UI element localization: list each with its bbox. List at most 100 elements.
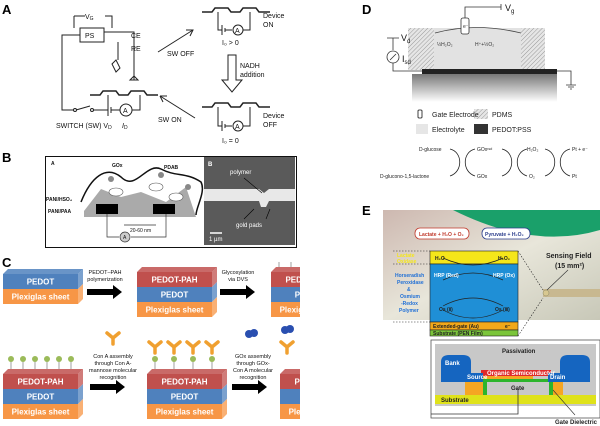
ammeter-label: A — [123, 108, 128, 115]
device-on-line2: ON — [263, 22, 274, 29]
panel-b-ammeter: A — [123, 235, 127, 241]
hrp-red-label: HRP (Red) — [434, 273, 459, 279]
legend-electrolyte: Electrolyte — [432, 127, 465, 134]
ps-label: PS — [85, 33, 95, 40]
hrp-label-3: & — [407, 287, 411, 293]
switch-label: SWITCH (SW) VD — [56, 123, 112, 131]
re-label: RE — [131, 46, 141, 53]
panel-b-sub-a: A — [51, 161, 55, 167]
panel-c-diagram: PEDOT Plexiglas sheet PEDOT–PAHpolymerizat… — [3, 262, 300, 419]
vd-label: Vd — [401, 33, 410, 45]
step-caption-2-2: mannose molecular — [89, 368, 137, 374]
os3-label: Os (Ⅲ) — [495, 306, 510, 313]
gold-pads-label: gold pads — [236, 223, 262, 229]
layer-base: Plexiglas sheet — [12, 293, 70, 302]
layer-mid: PEDOT — [27, 278, 55, 287]
panel-d-diagram: Vg Vd Isd e⁻ ½H₂O₂ H⁺+½O₂ Gate Electrode… — [380, 3, 588, 180]
mannose-icon — [56, 356, 62, 362]
con-a-icon — [166, 340, 182, 355]
layer-top: PEDOT-PAH — [161, 378, 207, 387]
vg-label: VG — [85, 14, 94, 22]
source-label: Source — [467, 375, 488, 381]
step-caption-2-1: through Con A- — [95, 361, 132, 367]
scheme-h2o2: H₂O₂ — [527, 147, 538, 153]
hrp-label-1: Horseradish — [395, 273, 424, 279]
panel-b-sub-b: B — [208, 162, 213, 168]
gox-icon — [281, 325, 294, 334]
block-con-a: PEDOT-PAH PEDOT Plexiglas sheet — [147, 369, 227, 419]
panel-b-schematic: A GOx PDAB PANI/HSO₄ PANI/PAA 20-60 nm A — [46, 161, 204, 243]
panel-label-b: B — [2, 150, 12, 165]
gap-label: 20-60 nm — [130, 228, 151, 234]
scheme-pt-e: Pt + e⁻ — [572, 147, 588, 153]
layer-top: PEDOT-PAH — [151, 276, 197, 285]
vg-label-d: Vg — [505, 3, 514, 15]
pani-paa-label: PANI/PAA — [48, 209, 72, 215]
substrate-label: Substrate — [441, 398, 469, 404]
passivation-label: Passivation — [502, 349, 536, 355]
scheme-gox: GOx — [477, 174, 488, 180]
arrow-step-3 — [90, 380, 125, 394]
nadh-line2: addition — [240, 72, 265, 79]
sensing-area-label: (15 mm²) — [555, 263, 584, 270]
con-a-icon — [204, 340, 220, 355]
layer-mid: PEDOT — [161, 291, 189, 300]
step-caption-3-3: recognition — [240, 375, 267, 381]
scale-bar-label: 1 µm — [209, 237, 222, 243]
step-caption-3-1: through GOx- — [236, 361, 269, 367]
block-pedot-pah: PEDOT-PAH PEDOT Plexiglas sheet — [137, 267, 217, 317]
legend-pedot-pss: PEDOT:PSS — [492, 127, 532, 134]
step-caption-0-0: PEDOT–PAH — [89, 270, 122, 276]
pani-hso-label: PANI/HSO₄ — [46, 197, 73, 203]
electrolyte-icon — [416, 124, 428, 134]
gate-label: Gate — [511, 386, 525, 392]
ce-label: CE — [131, 33, 141, 40]
step-caption-3-0: GOx assembly — [235, 354, 271, 360]
legend-gate-electrode: Gate Electrode — [432, 112, 479, 119]
gox-icon — [245, 329, 258, 338]
step-caption-0-1: polymerization — [87, 277, 122, 283]
scheme-gluconolactone: D-glucono-1,5-lactone — [380, 174, 429, 180]
device-off-line2: OFF — [263, 122, 277, 129]
panel-label-d: D — [362, 2, 372, 17]
electron-e-label: e⁻ — [505, 324, 511, 330]
step-caption-3-2: Con A molecular — [233, 368, 273, 374]
layer-mid: PEDOT — [171, 393, 199, 402]
layer-base: Plexiglas sheet — [156, 408, 214, 417]
device-on-line1: Device — [263, 13, 285, 20]
id-gt-zero: I₀ > 0 — [222, 40, 239, 47]
mannose-icon — [44, 356, 50, 362]
hrp-label-4: Osmium — [400, 294, 421, 300]
layer-mid: PEDOT — [295, 291, 300, 300]
isd-label: Isd — [402, 54, 411, 66]
hrp-label-2: Peroxidase — [397, 280, 424, 286]
mannose-icon — [68, 356, 74, 362]
hrp-ox-label: HRP (Ox) — [493, 273, 515, 279]
layer-base: Plexiglas sheet — [12, 408, 70, 417]
step-caption-2-3: recognition — [100, 375, 127, 381]
panel-label-e: E — [362, 203, 371, 218]
scheme-o2: O₂ — [529, 174, 535, 180]
layer-base: Plexiglas sheet — [146, 306, 204, 315]
scheme-d-glucose: D-glucose — [419, 147, 442, 153]
con-a-icon — [279, 340, 295, 355]
ammeter-off-label: A — [235, 124, 240, 131]
bank-label: Bank — [445, 361, 460, 367]
panel-a-circuit: VG PS CE RE SW OFF SW ON SWITCH (SW) VD … — [56, 7, 285, 145]
con-a-icon — [147, 340, 163, 355]
hrp-label-6: Polymer — [399, 308, 419, 314]
mannose-icon — [20, 356, 26, 362]
lactate-equation: Lactate + H₂O + O₂ — [419, 232, 464, 238]
gate-electrode-icon — [417, 109, 423, 119]
panel-label-c: C — [2, 255, 12, 270]
scheme-pt: Pt — [572, 174, 577, 180]
layer-base: Plexiglas sheet — [289, 408, 300, 417]
gate-dielectric-label: Gate Dielectric — [555, 420, 598, 426]
polymer-label: polymer — [230, 170, 251, 176]
step-caption-2-0: Con A assembly — [93, 354, 133, 360]
step-caption-1-0: Glycosylation — [222, 270, 255, 276]
pdms-right — [521, 28, 545, 70]
device-off-line1: Device — [263, 113, 285, 120]
nadh-line1: NADH — [240, 63, 260, 70]
